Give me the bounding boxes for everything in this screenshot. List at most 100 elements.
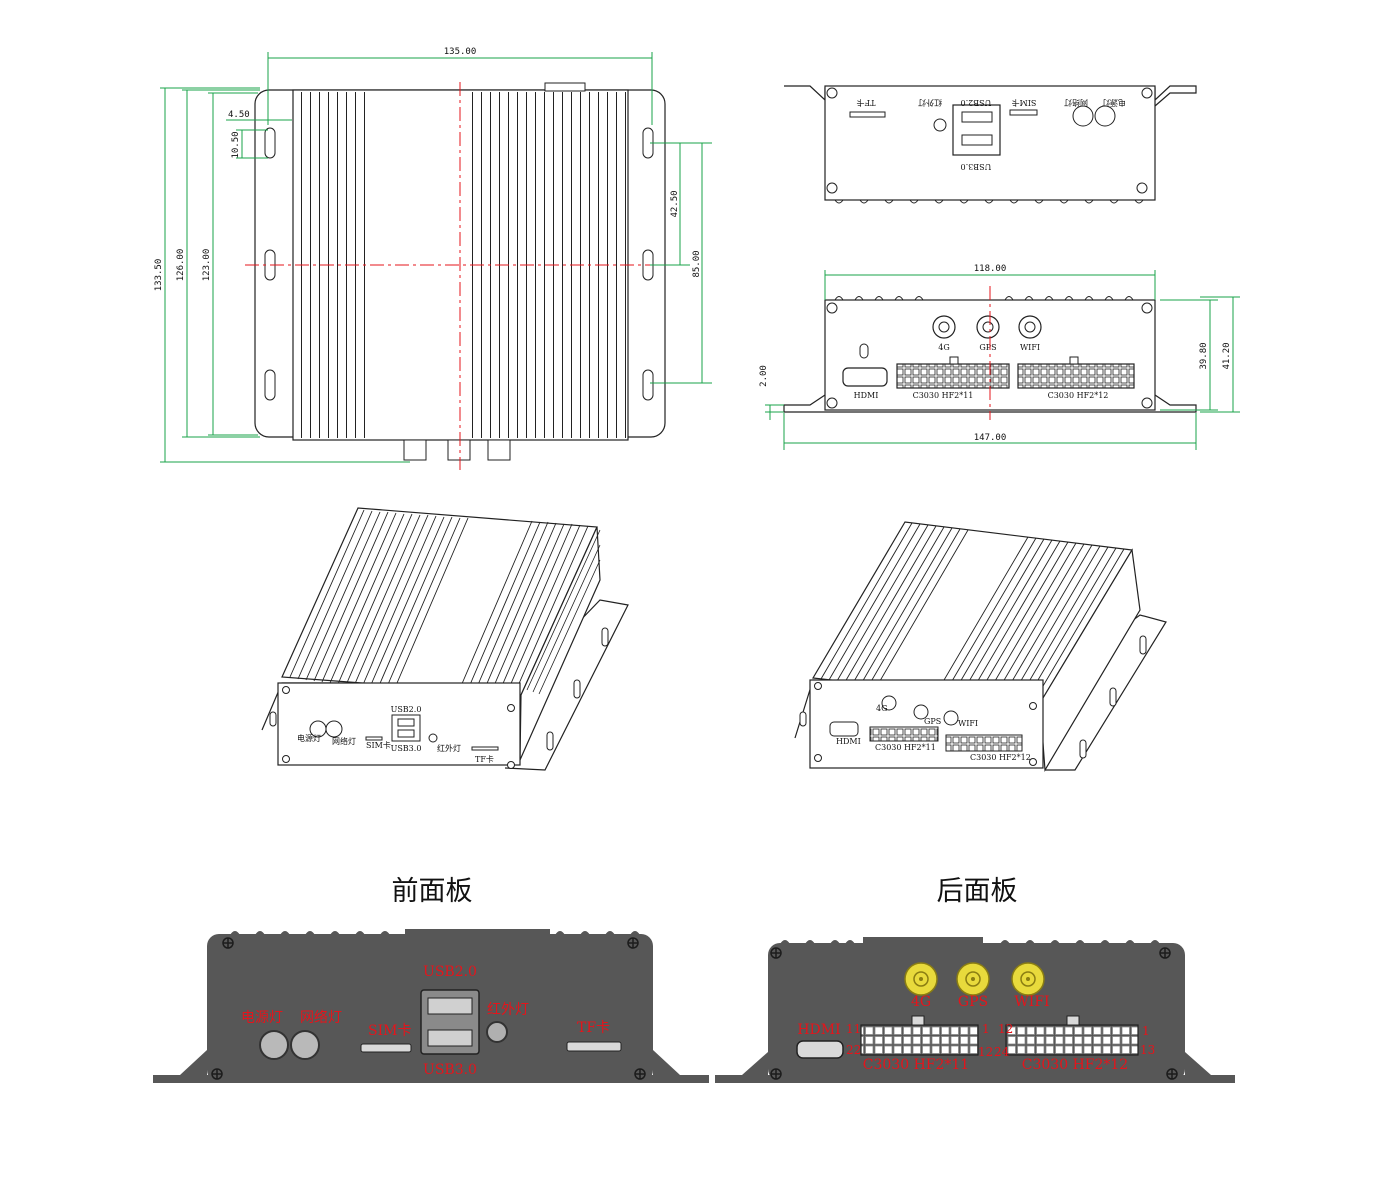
rear-view-drawing: 4G GPS WIFI HDMI C3030 HF2*11 C3030 HF2*… [759, 264, 1240, 450]
usb-port-upper [961, 111, 993, 123]
top-view-dimensions [160, 52, 712, 463]
dim-slot-spacing-a: 42.50 [670, 190, 680, 217]
front-label-network: 网络灯 [300, 1010, 342, 1026]
front-label-usb2: USB2.0 [423, 964, 477, 980]
dim-rear-height-a: 39.80 [1199, 342, 1209, 369]
hdmi-port-drawing [842, 367, 888, 387]
drawing-label-usb2: USB2.0 [961, 98, 992, 107]
network-light-icon [290, 1030, 320, 1060]
rear-label-4g: 4G [911, 994, 931, 1010]
iso-label-ir: 红外灯 [437, 743, 461, 753]
rear-label-gps: GPS [958, 994, 988, 1010]
mount-slot [264, 127, 276, 159]
dim-slot-height: 10.50 [231, 131, 241, 158]
rear-view-dimensions [765, 270, 1240, 450]
connector-11-icon [860, 1024, 979, 1056]
front-label-sim: SIM卡 [368, 1023, 411, 1039]
rear-label-conn11: C3030 HF2*11 [863, 1057, 969, 1073]
usb-port-lower [961, 134, 993, 146]
tf-slot-drawing [849, 111, 886, 118]
mount-slot [264, 369, 276, 401]
rear-pin-22: 22 [846, 1043, 861, 1057]
drawing-label-hdmi: HDMI [854, 391, 879, 400]
connector-12-icon [1005, 1024, 1139, 1056]
antenna-stub [403, 439, 427, 461]
front-view-fins [834, 199, 1144, 204]
iso-rear-fins-a [820, 522, 969, 687]
drawing-label-4g: 4G [938, 343, 949, 352]
top-view-bump [544, 82, 586, 92]
screw-icon [1141, 302, 1153, 314]
iso-label-hdmi: HDMI [836, 737, 861, 746]
front-label-tf: TF卡 [577, 1020, 610, 1036]
rear-panel: 后面板 4G GPS [715, 876, 1235, 1083]
isometric-front-view: USB2.0 USB3.0 红外灯 电源灯 网络灯 SIM卡 TF卡 [261, 507, 629, 771]
antenna-wifi-icon [1011, 962, 1045, 996]
screw-icon [826, 397, 838, 409]
drawing-label-gps: GPS [979, 343, 996, 352]
rear-pin-12b: 12 [998, 1022, 1013, 1036]
top-view: 135.00 4.50 10.50 133.50 126.00 123.00 4… [154, 47, 712, 470]
dim-slot-offset: 4.50 [228, 110, 250, 120]
iso-front-fins-b [457, 520, 589, 696]
rear-pin-1b: 1 [1142, 1024, 1150, 1038]
network-light-drawing [1094, 105, 1116, 127]
screw-icon [1141, 87, 1153, 99]
ir-light-drawing [933, 118, 947, 132]
iso-label-usb2: USB2.0 [391, 705, 422, 714]
sim-slot-icon [360, 1043, 412, 1053]
front-label-ir: 红外灯 [487, 1002, 529, 1018]
antenna-gps-icon [956, 962, 990, 996]
iso-front-fins-a [289, 509, 469, 691]
drawing-label-ir: 红外灯 [918, 98, 942, 108]
rear-pin-24: 24 [994, 1045, 1010, 1059]
screw-icon [826, 87, 838, 99]
drawing-label-tf: TF卡 [857, 98, 876, 108]
dim-rear-height-b: 41.20 [1222, 342, 1232, 369]
hdmi-port-icon [796, 1040, 844, 1059]
mount-slot [642, 369, 654, 401]
rear-panel-title: 后面板 [937, 876, 1018, 907]
screw-icon [826, 182, 838, 194]
power-light-drawing [1072, 105, 1094, 127]
drawing-label-power: 电源灯 [1102, 98, 1126, 108]
ir-light-icon [486, 1021, 508, 1043]
rear-pin-1a: 1 [982, 1022, 990, 1036]
tf-slot-icon [566, 1041, 622, 1052]
rear-label-wifi: WIFI [1014, 994, 1049, 1010]
iso-rear-fins-b [936, 536, 1125, 704]
antenna-stub [447, 439, 471, 461]
dim-flange-height: 126.00 [176, 249, 186, 282]
screw-icon [1141, 397, 1153, 409]
rear-view-fins [834, 296, 1134, 301]
iso-label-conn11: C3030 HF2*11 [875, 743, 936, 752]
iso-label-4g: 4G [876, 704, 887, 713]
front-label-usb3: USB3.0 [423, 1062, 477, 1078]
drawing-label-conn11: C3030 HF2*11 [913, 391, 974, 400]
dim-rear-total-width: 147.00 [974, 433, 1007, 443]
connector-11-drawing [896, 363, 1010, 389]
front-panel: 前面板 USB2.0 USB3.0 电源灯 网络灯 SIM卡 红外灯 TF卡 [153, 876, 709, 1083]
antenna-4g-icon [904, 962, 938, 996]
antenna-gps-drawing [976, 315, 1000, 339]
iso-label-usb3: USB3.0 [391, 744, 422, 753]
dim-rear-base-offset: 2.00 [759, 365, 769, 387]
drawing-label-conn12: C3030 HF2*12 [1048, 391, 1109, 400]
iso-label-tf: TF卡 [475, 754, 494, 764]
dim-rear-body-width: 118.00 [974, 264, 1007, 274]
front-panel-base [153, 1075, 709, 1083]
drawing-label-wifi: WIFI [1020, 343, 1040, 352]
drawing-label-sim: SIM卡 [1012, 98, 1037, 108]
rear-panel-fins [779, 940, 1161, 946]
rear-panel-base [715, 1075, 1235, 1083]
drawing-label-network: 网络灯 [1064, 98, 1088, 108]
iso-label-network: 网络灯 [332, 736, 356, 746]
rear-pin-12a: 12 [978, 1045, 993, 1059]
iso-label-conn12: C3030 HF2*12 [970, 753, 1031, 762]
iso-label-gps: GPS [924, 717, 941, 726]
antenna-4g-drawing [932, 315, 956, 339]
drawing-label-usb3: USB3.0 [961, 162, 992, 171]
sim-slot-drawing [1009, 109, 1038, 116]
rear-label-conn12: C3030 HF2*12 [1022, 1057, 1128, 1073]
